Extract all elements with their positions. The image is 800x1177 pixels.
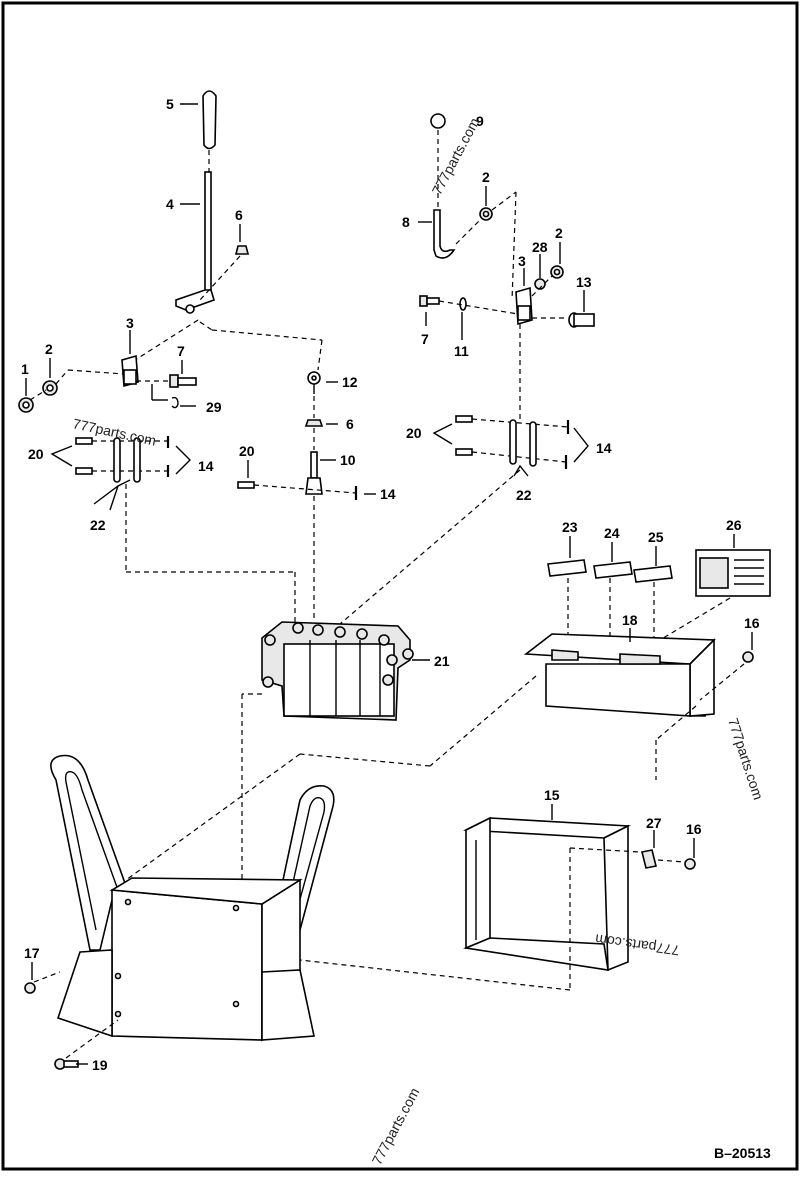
callout-7-left: 7 [177,343,185,359]
callout-14-center: 14 [380,486,396,502]
decal-25-icon [633,565,673,583]
lever-knob-icon [202,90,217,150]
callout-6-top: 6 [235,207,243,223]
callout-2-top: 2 [482,169,490,185]
callout-18: 18 [622,612,638,628]
nut-6-icon [234,245,250,255]
watermark-text: 777parts.com [725,716,766,802]
decal-24-icon [593,561,633,579]
callout-6-center: 6 [346,416,354,432]
watermark-text: 777parts.com [71,415,157,448]
decal-23-icon [547,559,587,577]
callout-22-left: 22 [90,517,106,533]
callout-23: 23 [562,519,578,535]
callout-14-right: 14 [596,440,612,456]
washer-2-left-icon [42,380,58,396]
callout-7-right: 7 [421,331,429,347]
callout-2-left: 2 [45,341,53,357]
callout-17: 17 [24,945,40,961]
callout-20-center: 20 [239,443,255,459]
callout-28: 28 [532,239,548,255]
bolt-19-icon [54,1058,79,1070]
callout-21: 21 [434,653,450,669]
bolt-16-bottom-icon [684,858,696,870]
rod-end-12-icon [307,371,321,394]
nut-2-right-icon [550,265,564,279]
washer-28-icon [534,278,546,290]
nut-1-icon [18,397,34,413]
handle-8-icon [433,209,456,259]
decal-26-icon [695,549,771,597]
callout-16-bottom: 16 [686,821,702,837]
callout-9: 9 [476,113,484,129]
callout-25: 25 [648,529,664,545]
cotter-pin-14-right-icon [564,420,570,469]
callout-3-left: 3 [126,315,134,331]
panel-15-icon [462,816,632,972]
callout-20-right: 20 [406,425,422,441]
callout-4: 4 [166,196,174,212]
callout-5: 5 [166,96,174,112]
callout-3-right: 3 [518,253,526,269]
pivot-pin-13-icon [568,312,595,328]
callout-20-left: 20 [28,446,44,462]
watermark-text: 777parts.com [369,1085,423,1167]
watermark-text: 777parts.com [429,115,483,197]
callout-8: 8 [402,214,410,230]
callout-27: 27 [646,815,662,831]
cotter-pin-29-icon [171,396,179,409]
nut-27-icon [641,849,657,869]
callout-2-right: 2 [555,225,563,241]
document-number: B–20513 [714,1145,771,1161]
bracket-3-left-icon [121,354,139,388]
callout-22-right: 22 [516,487,532,503]
callout-24: 24 [604,525,620,541]
bolt-7-left-icon [169,374,197,388]
callout-13: 13 [576,274,592,290]
callout-26: 26 [726,517,742,533]
callout-10: 10 [340,452,356,468]
callout-15: 15 [544,787,560,803]
link-22-left-icon [113,437,141,483]
nut-6-center-icon [304,419,324,427]
callout-19: 19 [92,1057,108,1073]
link-22-right-icon [509,419,537,467]
watermark-text: 777parts.com [594,931,680,959]
nut-2-top-icon [479,207,493,221]
callout-11: 11 [454,343,469,359]
bolt-16-top-icon [742,651,754,663]
callout-12: 12 [342,374,358,390]
support-frame-icon [50,754,335,1042]
control-valve-21-icon [261,621,414,721]
callout-29: 29 [206,399,222,415]
panel-18-icon [523,633,716,717]
callout-16-top: 16 [744,615,760,631]
bolt-17-icon [24,982,36,994]
callout-1: 1 [21,361,29,377]
knob-9-icon [430,113,446,129]
callout-14-left: 14 [198,458,214,474]
bracket-3-right-icon [515,286,533,326]
